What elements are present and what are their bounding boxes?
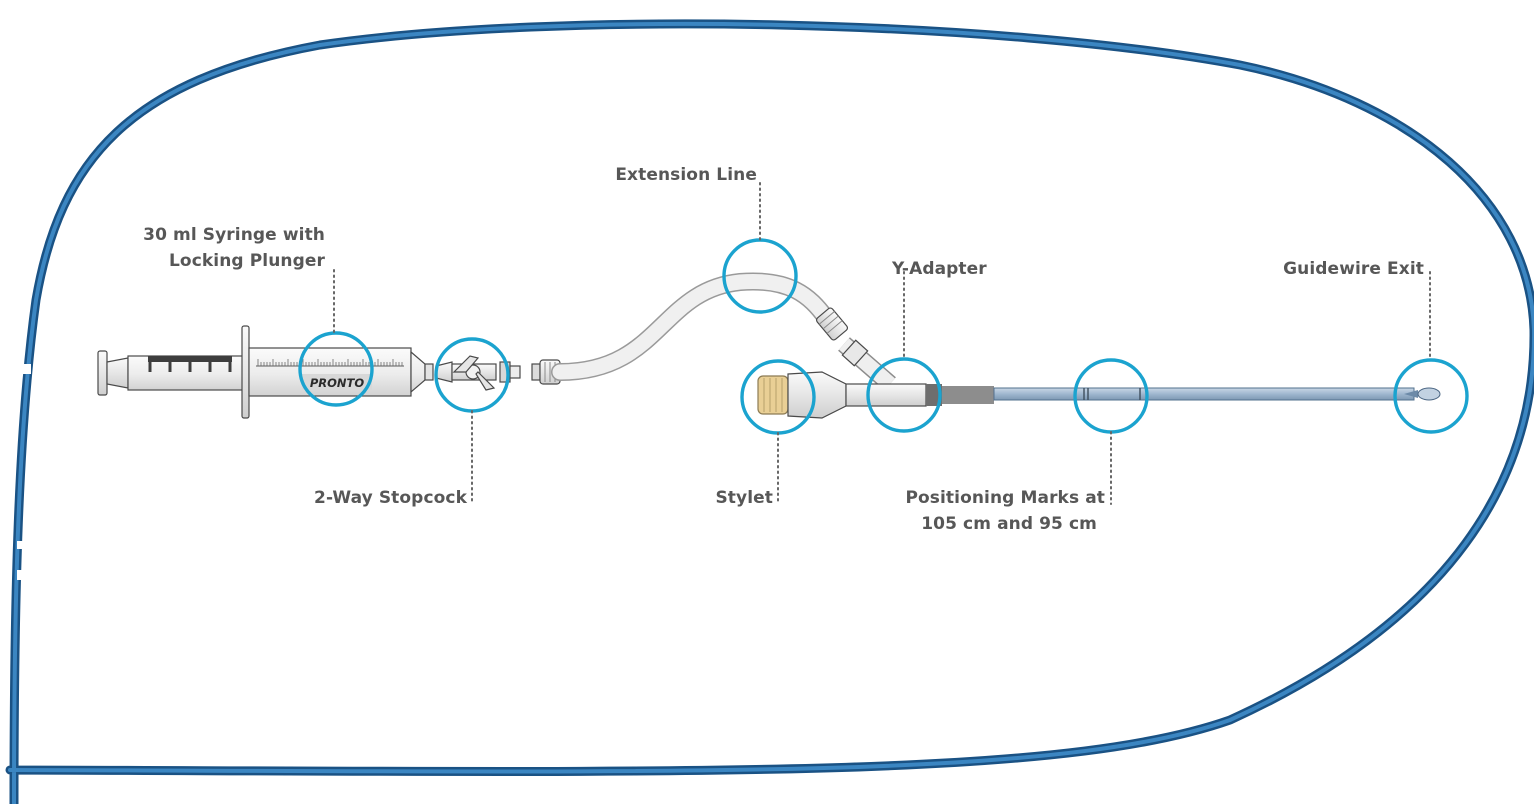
label-stopcock: 2-Way Stopcock [314,488,467,508]
callout-ring-syringe [298,331,374,407]
catheter-shaft [993,387,1441,401]
label-extension-line: Extension Line [615,165,757,185]
extension-line [551,272,896,391]
callout-ring-guidewire [1393,358,1469,434]
label-guidewire-exit: Guidewire Exit [1283,259,1424,279]
label-y-adapter: Y-Adapter [892,259,987,279]
pronto-brand-mark: PRONTO [310,376,365,390]
callout-ring-y-adapter [866,357,942,433]
label-positioning-marks: Positioning Marks at 105 cm and 95 cm [905,488,1105,534]
y-adapter [757,371,994,419]
leader-lines [333,182,1431,505]
label-stylet: Stylet [715,488,773,508]
catheter-loop [5,19,1534,804]
label-syringe: 30 ml Syringe with Locking Plunger [143,225,325,271]
syringe: PRONTO [97,325,434,419]
stopcock [435,355,521,391]
